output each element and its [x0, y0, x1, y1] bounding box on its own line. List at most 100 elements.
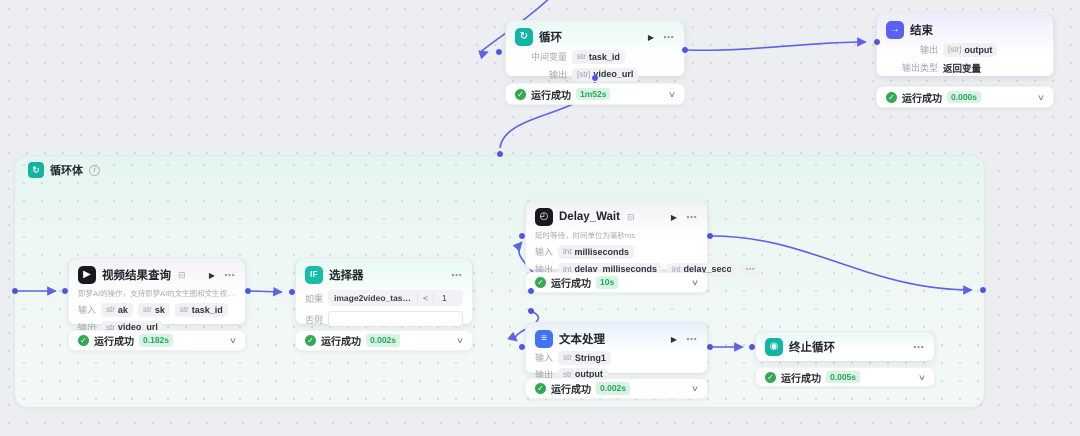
more-icon[interactable]: ⋯	[663, 31, 675, 44]
field-label: 中间变量	[530, 52, 567, 63]
more-icon[interactable]: ⋯	[451, 269, 463, 282]
port-dot[interactable]	[12, 288, 18, 294]
more-icon[interactable]: ⋯	[224, 269, 236, 282]
status-text: 运行成功	[94, 337, 134, 348]
variable-chip[interactable]: [str]output	[943, 43, 998, 57]
run-icon[interactable]: ▶	[208, 270, 215, 280]
node-break-loop[interactable]: ◉ 终止循环 ⋯	[755, 331, 935, 362]
delay-plugin-icon: ◴	[535, 208, 553, 226]
end-icon: →	[886, 21, 904, 39]
port-dot[interactable]	[980, 287, 986, 293]
chevron-down-icon[interactable]: ∨	[917, 372, 927, 382]
port-dot[interactable]	[749, 344, 755, 350]
success-check-icon: ✓	[78, 335, 89, 346]
field-label: 输入	[535, 247, 554, 258]
node-text-process-status[interactable]: ✓ 运行成功 0.002s ∨	[525, 378, 708, 399]
port-dot[interactable]	[707, 344, 713, 350]
info-icon[interactable]: i	[89, 164, 100, 176]
node-text-process-title: 文本处理	[559, 334, 605, 346]
else-branch-field[interactable]	[328, 311, 463, 327]
field-label: 输出	[78, 323, 97, 334]
port-dot[interactable]	[874, 39, 880, 45]
chevron-down-icon[interactable]: ∨	[455, 336, 465, 345]
if-icon: IF	[305, 266, 323, 284]
loop-body-title: 循环体	[50, 165, 83, 177]
port-dot[interactable]	[528, 288, 534, 294]
node-selector[interactable]: IF 选择器 ⋯ 如果 image2video_tas… < 1 否则	[295, 258, 473, 327]
port-dot[interactable]	[682, 47, 688, 53]
node-subtitle: 延时等待，时间单位为毫秒ms	[535, 231, 635, 240]
field-label: 否则	[305, 314, 324, 325]
node-break-loop-title: 终止循环	[789, 342, 835, 354]
status-time-badge: 0.002s	[366, 334, 400, 347]
condition-bar[interactable]: image2video_tas… < 1	[328, 290, 463, 306]
loop-body-header: ↻ 循环体 i	[28, 162, 100, 178]
status-time-badge: 10s	[596, 276, 619, 289]
node-end-status[interactable]: ✓ 运行成功 0.000s ∨	[876, 86, 1054, 108]
variable-chip[interactable]: [str]video_url	[572, 67, 639, 82]
run-icon[interactable]: ▶	[670, 334, 677, 344]
run-icon[interactable]: ▶	[670, 212, 677, 222]
chevron-down-icon[interactable]: ∨	[228, 336, 238, 345]
node-delay-wait[interactable]: ◴ Delay_Wait ⊟ ▶ ⋯ 延时等待，时间单位为毫秒ms 输入 int…	[525, 200, 759, 277]
status-time-badge: 0.005s	[826, 370, 860, 384]
node-end-title: 结束	[910, 25, 933, 37]
video-plugin-icon: ▶	[78, 266, 96, 284]
port-dot[interactable]	[528, 308, 534, 314]
port-dot[interactable]	[497, 151, 503, 157]
more-outputs-chip[interactable]: ⋯	[741, 262, 759, 277]
node-end[interactable]: → 结束 输出 [str]output 输出类型 返回变量	[876, 13, 1054, 77]
port-dot[interactable]	[62, 288, 68, 294]
field-label: 输出	[548, 70, 567, 81]
field-label: 输出	[535, 265, 554, 276]
node-loop-status[interactable]: ✓ 运行成功 1m52s ∨	[505, 83, 685, 105]
status-text: 运行成功	[321, 337, 361, 348]
status-text: 运行成功	[781, 373, 821, 385]
field-label: 输出	[535, 370, 554, 381]
condition-right-operand[interactable]: 1	[433, 293, 455, 303]
field-label: 输出类型	[901, 63, 938, 74]
condition-left-operand[interactable]: image2video_tas…	[334, 293, 412, 303]
field-label: 输入	[535, 353, 554, 364]
port-dot[interactable]	[289, 289, 295, 295]
node-video-query[interactable]: ▶ 视频结果查询 ⊟ ▶ ⋯ 即梦AI的操作，支持即梦AI的文生图和文生视频功能…	[68, 258, 246, 335]
port-dot[interactable]	[592, 75, 598, 81]
port-dot[interactable]	[496, 49, 502, 55]
more-icon[interactable]: ⋯	[686, 211, 698, 224]
more-icon[interactable]: ⋯	[686, 333, 698, 346]
field-label: 输出	[919, 45, 938, 56]
status-text: 运行成功	[551, 385, 591, 396]
node-subtitle: 即梦AI的操作，支持即梦AI的文生图和文生视频功能	[78, 289, 236, 298]
more-icon[interactable]: ⋯	[913, 341, 925, 354]
status-text: 运行成功	[531, 90, 571, 102]
loop-icon: ↻	[515, 28, 533, 46]
port-dot[interactable]	[245, 288, 251, 294]
node-delay-wait-status[interactable]: ✓ 运行成功 10s ∨	[525, 272, 708, 293]
chevron-down-icon[interactable]: ∨	[690, 384, 700, 393]
port-dot[interactable]	[707, 233, 713, 239]
port-dot[interactable]	[519, 344, 525, 350]
run-icon[interactable]: ▶	[647, 32, 654, 42]
chevron-down-icon[interactable]: ∨	[667, 89, 677, 99]
output-type-value: 返回变量	[943, 63, 982, 75]
chevron-down-icon[interactable]: ∨	[690, 278, 700, 287]
node-break-loop-status[interactable]: ✓ 运行成功 0.005s ∨	[755, 367, 935, 387]
success-check-icon: ✓	[515, 88, 526, 100]
chevron-down-icon[interactable]: ∨	[1036, 92, 1046, 102]
condition-operator[interactable]: <	[417, 293, 433, 303]
node-video-query-status[interactable]: ✓ 运行成功 0.182s ∨	[68, 330, 246, 351]
port-dot[interactable]	[519, 233, 525, 239]
node-video-query-title: 视频结果查询	[102, 270, 171, 282]
status-text: 运行成功	[551, 279, 591, 290]
status-time-badge: 0.002s	[596, 382, 630, 395]
node-selector-status[interactable]: ✓ 运行成功 0.002s ∨	[295, 330, 473, 351]
